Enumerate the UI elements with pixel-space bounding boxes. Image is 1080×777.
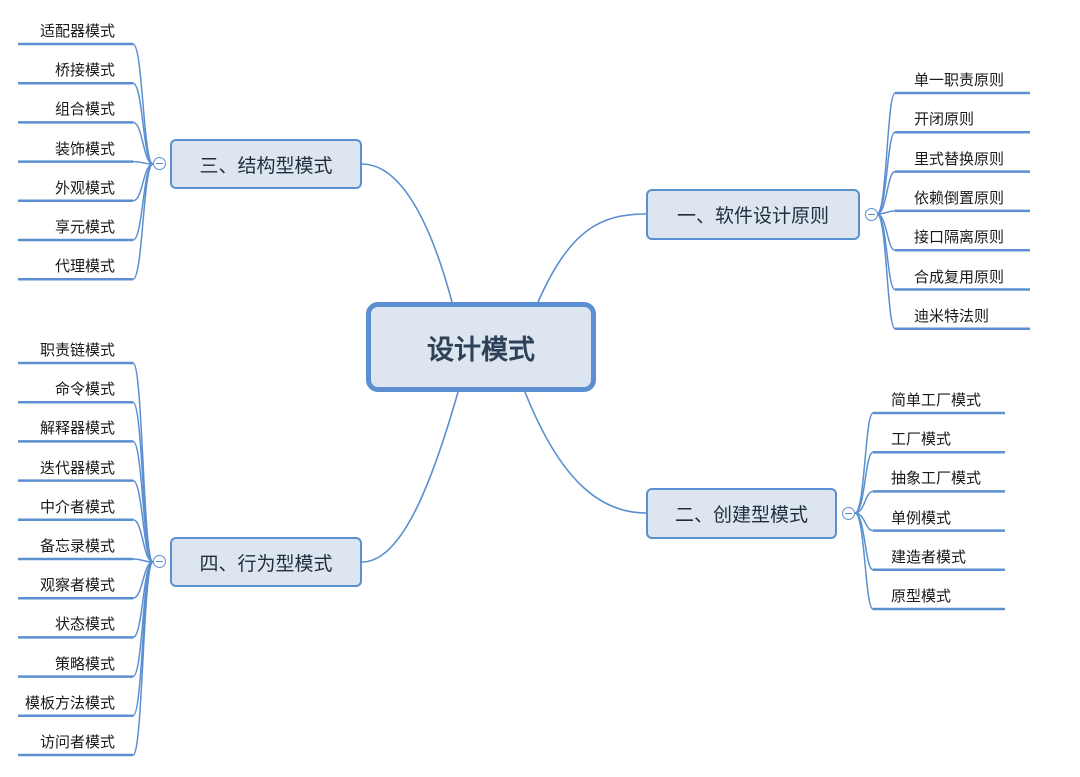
collapse-toggle-icon[interactable] xyxy=(865,208,878,221)
leaf-connector xyxy=(132,82,154,165)
leaf-connector xyxy=(132,163,154,280)
leaf-singleton[interactable]: 单例模式 xyxy=(891,508,952,527)
leaf-connector xyxy=(132,121,154,165)
leaf-state[interactable]: 状态模式 xyxy=(54,615,115,634)
leaf-composite[interactable]: 组合模式 xyxy=(54,100,115,119)
leaf-connector xyxy=(876,131,896,215)
leaf-connector xyxy=(854,451,874,514)
leaf-strategy[interactable]: 策略模式 xyxy=(54,654,115,673)
branch-behavioral-patterns[interactable]: 四、行为型模式 xyxy=(170,537,362,587)
leaf-proxy[interactable]: 代理模式 xyxy=(54,257,115,276)
leaf-connector xyxy=(132,362,154,563)
leaf-law-of-demeter[interactable]: 迪米特法则 xyxy=(914,306,990,325)
leaf-mediator[interactable]: 中介者模式 xyxy=(39,497,115,516)
leaf-connector xyxy=(876,170,896,215)
leaf-abstract-factory[interactable]: 抽象工厂模式 xyxy=(891,469,982,488)
leaf-iterator[interactable]: 迭代器模式 xyxy=(39,458,115,477)
branch-structural-patterns[interactable]: 三、结构型模式 xyxy=(170,139,362,189)
leaf-decorator[interactable]: 装饰模式 xyxy=(54,139,115,158)
leaf-liskov-substitution[interactable]: 里式替换原则 xyxy=(914,149,1005,168)
branch-software-design-principles[interactable]: 一、软件设计原则 xyxy=(646,189,860,240)
leaf-visitor[interactable]: 访问者模式 xyxy=(39,733,115,751)
leaf-connector xyxy=(132,479,154,563)
leaf-adapter[interactable]: 适配器模式 xyxy=(39,22,115,40)
leaf-connector xyxy=(132,561,154,717)
leaf-simple-factory[interactable]: 简单工厂模式 xyxy=(891,391,982,409)
leaf-connector xyxy=(132,43,154,165)
branch-label: 三、结构型模式 xyxy=(199,154,333,177)
leaf-memento[interactable]: 备忘录模式 xyxy=(39,537,115,555)
leaf-command[interactable]: 命令模式 xyxy=(54,380,115,399)
central-topic[interactable]: 设计模式 xyxy=(366,302,596,392)
leaf-connector xyxy=(854,490,874,514)
leaf-interface-segregation[interactable]: 接口隔离原则 xyxy=(914,228,1005,247)
leaf-factory-method[interactable]: 工厂模式 xyxy=(891,430,952,449)
leaf-builder[interactable]: 建造者模式 xyxy=(891,547,967,566)
leaf-connector xyxy=(876,92,896,215)
branch-label: 一、软件设计原则 xyxy=(676,205,829,227)
leaf-connector xyxy=(854,412,874,514)
leaf-flyweight[interactable]: 享元模式 xyxy=(54,218,115,236)
leaf-bridge[interactable]: 桥接模式 xyxy=(54,61,115,80)
connector-center-structural xyxy=(361,163,453,303)
branch-label: 二、创建型模式 xyxy=(674,504,808,526)
collapse-toggle-icon[interactable] xyxy=(153,555,166,568)
leaf-connector xyxy=(132,561,154,756)
central-topic-label: 设计模式 xyxy=(427,334,535,366)
leaf-connector xyxy=(132,440,154,563)
collapse-toggle-icon[interactable] xyxy=(153,157,166,170)
connector-center-principles xyxy=(537,213,647,303)
collapse-toggle-icon[interactable] xyxy=(842,507,855,520)
leaf-composite-reuse[interactable]: 合成复用原则 xyxy=(914,267,1005,286)
leaf-open-closed[interactable]: 开闭原则 xyxy=(914,110,975,129)
leaf-connector xyxy=(876,213,896,291)
leaf-connector xyxy=(876,213,896,330)
leaf-template-method[interactable]: 模板方法模式 xyxy=(24,693,115,712)
leaf-dependency-inversion[interactable]: 依赖倒置原则 xyxy=(914,188,1005,207)
connector-center-behavioral xyxy=(361,391,459,563)
leaf-prototype[interactable]: 原型模式 xyxy=(891,587,952,605)
leaf-interpreter[interactable]: 解释器模式 xyxy=(39,419,115,438)
connector-center-creational xyxy=(524,391,647,514)
leaf-connector xyxy=(132,519,154,563)
leaf-chain-of-responsibility[interactable]: 职责链模式 xyxy=(39,341,115,359)
leaf-single-responsibility[interactable]: 单一职责原则 xyxy=(914,71,1005,89)
leaf-observer[interactable]: 观察者模式 xyxy=(39,576,115,595)
branch-creational-patterns[interactable]: 二、创建型模式 xyxy=(646,488,837,539)
leaf-connector xyxy=(854,512,874,610)
branch-label: 四、行为型模式 xyxy=(199,552,333,575)
leaf-facade[interactable]: 外观模式 xyxy=(54,178,115,197)
